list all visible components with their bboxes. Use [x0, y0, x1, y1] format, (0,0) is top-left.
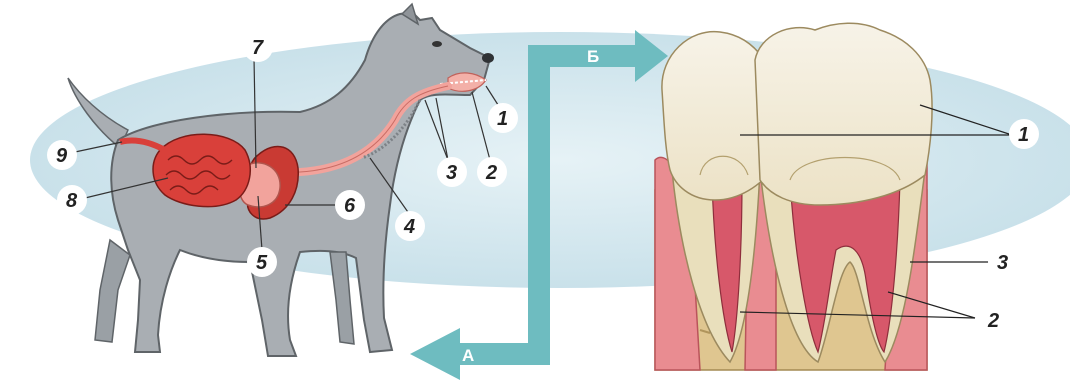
dog-nose	[482, 53, 494, 63]
dog-label-4: 4	[403, 216, 415, 238]
dog-label-3: 3	[446, 162, 457, 184]
dog-intestines	[153, 134, 250, 206]
dog-label-9: 9	[56, 145, 68, 167]
tooth-illustration	[655, 23, 932, 370]
dog-label-6: 6	[344, 195, 356, 217]
dog-hind-leg-back	[95, 240, 130, 342]
tooth-label-3: 3	[997, 252, 1008, 274]
arrow-label-b: Б	[587, 47, 599, 66]
arrow-label-a: А	[462, 346, 474, 365]
dog-label-2: 2	[485, 162, 497, 184]
dog-label-5: 5	[256, 252, 268, 274]
tooth-right-crown	[755, 23, 932, 205]
dog-label-7: 7	[252, 37, 264, 59]
tooth-label-2: 2	[987, 310, 999, 332]
dog-eye	[432, 41, 442, 47]
dog-label-1: 1	[497, 108, 508, 130]
tooth-label-1: 1	[1018, 124, 1029, 146]
dog-label-8: 8	[66, 190, 78, 212]
